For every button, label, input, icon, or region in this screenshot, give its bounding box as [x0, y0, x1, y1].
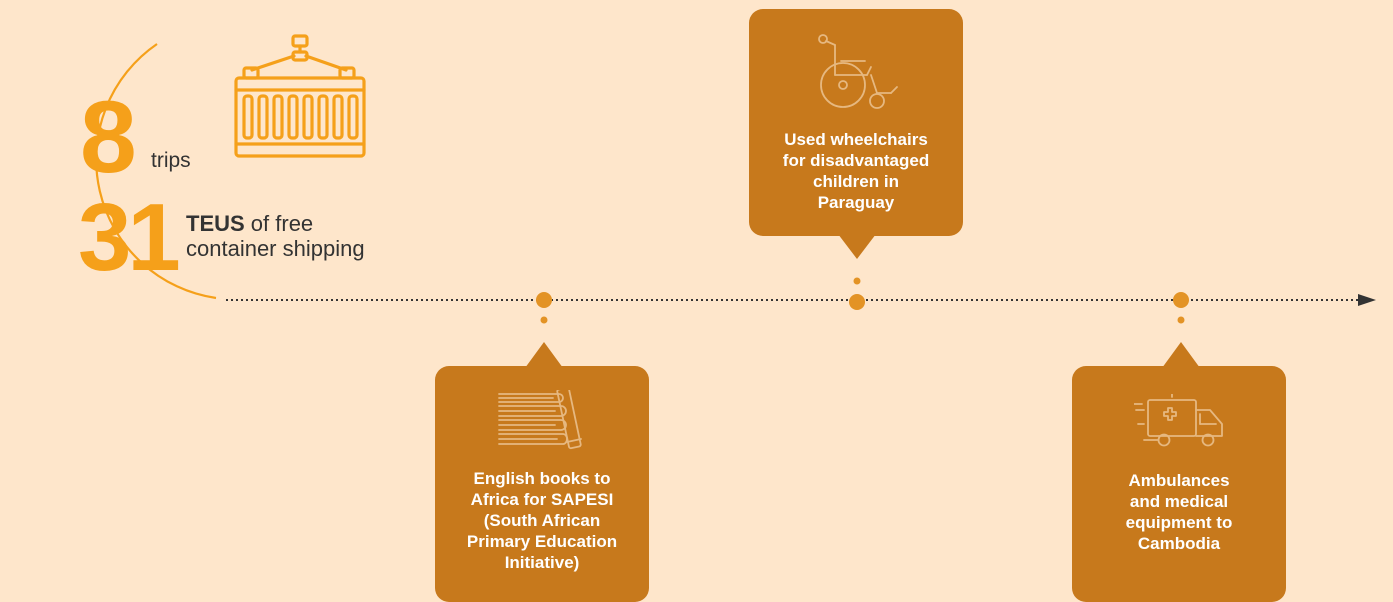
timeline-dot-ambulances: [1173, 292, 1189, 308]
trips-label: trips: [151, 149, 191, 172]
trips-number: 8: [80, 80, 137, 194]
card-wheelchairs: Used wheelchairs for disadvantaged child…: [749, 9, 963, 236]
card-line: Initiative): [504, 553, 580, 572]
shipping-container-icon: [234, 34, 366, 158]
teus-description: TEUS of free container shipping: [186, 211, 365, 261]
card-ambulances: Ambulances and medical equipment to Camb…: [1072, 366, 1286, 602]
card-line: children in: [813, 172, 899, 191]
card-line: equipment to: [1125, 513, 1233, 532]
connector-dot-books: [540, 316, 548, 324]
card-books-text: English books to Africa for SAPESI (Sout…: [435, 468, 649, 573]
card-line: (South African: [483, 511, 601, 530]
connector-dot-ambulances: [1177, 316, 1185, 324]
pointer-books: [525, 342, 563, 368]
card-line: Primary Education: [466, 532, 618, 551]
pointer-ambulances: [1162, 342, 1200, 368]
card-line: Paraguay: [817, 193, 895, 212]
card-ambulances-text: Ambulances and medical equipment to Camb…: [1072, 470, 1286, 554]
teus-number: 31: [78, 184, 181, 291]
card-books: English books to Africa for SAPESI (Sout…: [435, 366, 649, 602]
teus-line-2: container shipping: [186, 236, 365, 261]
timeline-arrowhead: [1358, 294, 1376, 306]
teus-line-1: TEUS of free: [186, 211, 365, 236]
decorative-arc: [95, 43, 217, 300]
pointer-wheelchairs: [838, 234, 876, 259]
card-wheelchairs-text: Used wheelchairs for disadvantaged child…: [749, 129, 963, 213]
card-line: Africa for SAPESI: [470, 490, 614, 509]
teus-line-1-rest: of free: [244, 211, 314, 236]
card-line: English books to: [473, 469, 611, 488]
connector-dot-wheelchairs: [853, 277, 861, 285]
card-line: Used wheelchairs: [784, 130, 928, 149]
wheelchair-icon: [818, 34, 898, 109]
card-line: and medical: [1129, 492, 1229, 511]
books-icon: [498, 390, 582, 450]
card-line: Cambodia: [1137, 534, 1221, 553]
card-line: Ambulances: [1128, 471, 1230, 490]
timeline-dot-wheelchairs: [849, 294, 865, 310]
teus-bold-label: TEUS: [186, 211, 245, 236]
card-line: for disadvantaged: [782, 151, 930, 170]
ambulance-icon: [1134, 394, 1223, 447]
timeline-dot-books: [536, 292, 552, 308]
